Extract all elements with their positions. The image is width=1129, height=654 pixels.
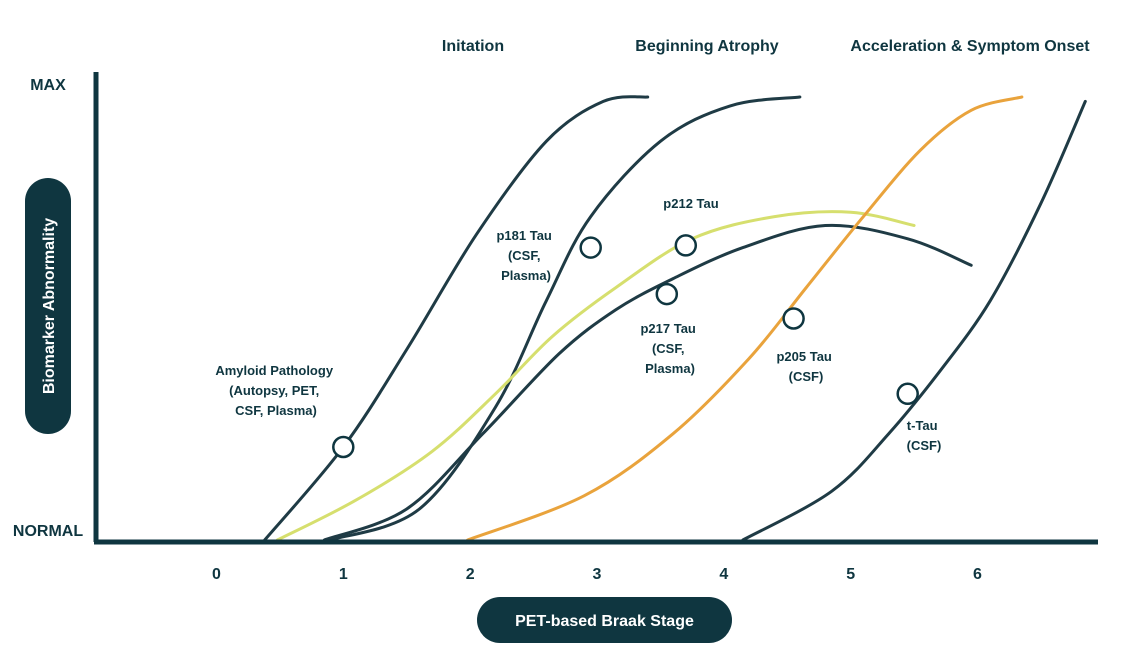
annotation-p212: p212 Tau [663,196,718,211]
annotation-p205-line-1: p205 Tau [776,349,831,364]
annotation-p181: p181 Tau (CSF, Plasma) [496,228,555,283]
annotation-amyloid-line-3: CSF, Plasma) [235,403,317,418]
annotation-p205-line-2: (CSF) [789,369,824,384]
annotation-p181-line-1: p181 Tau [496,228,551,243]
marker-layer [332,234,919,459]
phase-label-initiation: Initation [442,38,504,55]
annotation-amyloid: Amyloid Pathology (Autopsy, PET, CSF, Pl… [215,363,336,418]
annotation-amyloid-line-1: Amyloid Pathology [215,363,334,378]
series-line-p205 [466,95,1024,542]
phase-label-beginning-atrophy: Beginning Atrophy [635,38,778,55]
x-tick-label-0: 0 [212,566,221,583]
x-axis-title: PET-based Braak Stage [515,613,694,630]
annotation-p212-line-1: p212 Tau [663,196,718,211]
y-axis-title-pill [25,178,71,434]
annotation-p217-line-3: Plasma) [645,361,695,376]
marker-p181 [579,236,602,259]
x-tick-label-2: 2 [466,566,475,583]
y-max-label: MAX [30,77,66,94]
series-line-p181 [329,95,802,542]
marker-amyloid [332,435,355,459]
annotation-ttau-line-1: t-Tau [907,418,938,433]
annotation-p181-line-2: (CSF, [508,248,541,263]
series-line-amyloid [263,95,650,542]
y-axis-title: Biomarker Abnormality [41,218,58,394]
annotation-p217-line-2: (CSF, [652,341,685,356]
x-tick-label-4: 4 [719,566,728,583]
x-tick-labels: 0 1 2 3 4 5 6 [212,566,982,583]
y-min-label: NORMAL [13,523,83,540]
annotation-ttau: t-Tau (CSF) [907,418,942,453]
annotation-ttau-line-2: (CSF) [907,438,942,453]
annotation-amyloid-line-2: (Autopsy, PET, [229,383,319,398]
annotation-p217-line-1: p217 Tau [640,321,695,336]
marker-ttau [896,382,919,406]
x-axis-title-pill [477,597,732,643]
annotation-p181-line-3: Plasma) [501,268,551,283]
x-tick-label-5: 5 [846,566,855,583]
marker-p212 [674,234,698,257]
phase-label-acceleration: Acceleration & Symptom Onset [850,38,1090,55]
annotation-p205: p205 Tau (CSF) [776,349,835,384]
marker-p217 [655,282,679,306]
axis-layer [93,72,1098,545]
marker-p205 [782,307,805,330]
series-line-p217 [322,223,973,542]
x-tick-label-3: 3 [593,566,602,583]
series-line-p212 [275,210,916,542]
annotation-p217: p217 Tau (CSF, Plasma) [640,321,699,376]
x-tick-label-6: 6 [973,566,982,583]
x-tick-label-1: 1 [339,566,348,583]
series-line-ttau [741,99,1087,542]
series-layer [263,95,1087,542]
